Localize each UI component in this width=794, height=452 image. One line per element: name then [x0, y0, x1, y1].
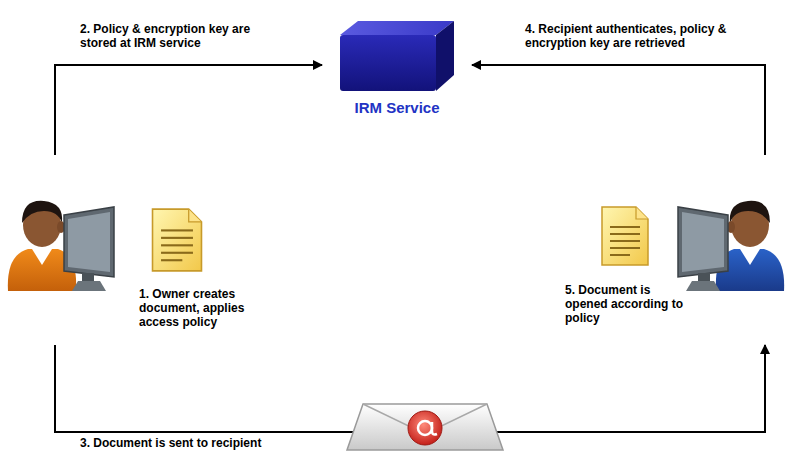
step-label: 2. Policy & encryption key are stored at…: [80, 22, 285, 50]
service-node: IRM Service: [322, 15, 472, 125]
step-text: 5. Document is opened according to polic…: [565, 283, 690, 325]
document-icon: [600, 205, 650, 267]
service-label: IRM Service: [322, 99, 472, 117]
step-label: 4. Recipient authenticates, policy & enc…: [525, 22, 760, 50]
step-label: 3. Document is sent to recipient: [80, 436, 320, 450]
flow-arrow: [55, 65, 322, 155]
step-text: 1. Owner creates document, applies acces…: [139, 287, 279, 329]
server-cube: [336, 17, 458, 95]
owner-node: 1. Owner creates document, applies acces…: [0, 155, 310, 345]
envelope-icon: [343, 398, 507, 452]
flow-arrow: [472, 65, 765, 155]
recipient-node: 5. Document is opened according to polic…: [555, 155, 794, 345]
document-icon: [150, 207, 204, 273]
person-at-computer: [675, 193, 790, 293]
person-at-computer: [2, 193, 117, 293]
